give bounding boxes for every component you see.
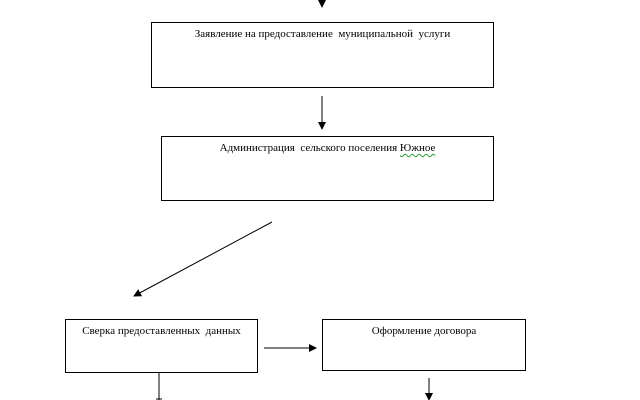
step-administration-label-highlight: Южное (399, 142, 436, 154)
step-administration-box: Администрация сельского поселения Южное (161, 136, 494, 201)
arrow-administration-to-check (133, 221, 273, 297)
step-application-label: Заявление на предоставление муниципально… (194, 28, 451, 40)
step-check-label: Сверка предоставленных данных (82, 325, 241, 337)
step-check-box: Сверка предоставленных данных (65, 319, 258, 373)
step-contract-label: Оформление договора (371, 325, 477, 337)
step-administration-label: Администрация сельского поселения (219, 142, 400, 154)
step-application-box: Заявление на предоставление муниципально… (151, 22, 494, 88)
step-contract-box: Оформление договора (322, 319, 526, 371)
